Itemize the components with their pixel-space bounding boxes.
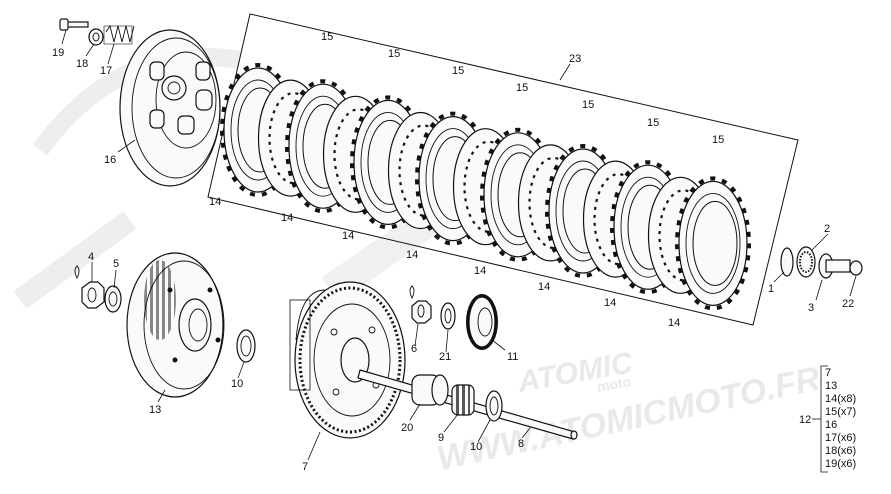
callout-14-d: 14: [406, 249, 418, 261]
nut-6: [411, 300, 432, 324]
callout-18: 18: [76, 58, 88, 70]
callout-1: 1: [768, 283, 774, 295]
callout-15-a: 15: [321, 31, 333, 43]
watermark-sub: moto: [596, 373, 632, 395]
callout-14-f: 14: [538, 281, 550, 293]
ball-22: [849, 260, 863, 276]
callout-19: 19: [52, 47, 64, 59]
callout-14-h: 14: [668, 317, 680, 329]
plate-pack-frame: [207, 13, 799, 326]
nut-4: [81, 281, 105, 309]
callout-3: 3: [808, 302, 814, 314]
pressure-plate-16: [119, 29, 221, 187]
kit-item: 14(x8): [825, 393, 856, 405]
callout-14-a: 14: [209, 196, 221, 208]
washer-10a: [236, 329, 256, 363]
callout-17: 17: [100, 65, 112, 77]
bushing-20: [411, 374, 449, 406]
kit-item: 13: [825, 380, 837, 392]
callout-15-e: 15: [582, 99, 594, 111]
callout-10-b: 10: [470, 441, 482, 453]
callout-15-d: 15: [516, 82, 528, 94]
clutch-basket-7: [289, 281, 406, 439]
kit-item: 16: [825, 419, 837, 431]
bolt-19: [59, 18, 89, 31]
callout-2: 2: [824, 223, 830, 235]
callout-23: 23: [569, 53, 581, 65]
kit-item: 19(x6): [825, 458, 856, 470]
leader-lines: [61, 29, 857, 461]
callout-15-c: 15: [452, 65, 464, 77]
washer-1: [780, 247, 794, 277]
washer-5: [104, 285, 122, 313]
friction-plate: [675, 176, 751, 311]
callout-7: 7: [302, 461, 308, 473]
callout-5: 5: [113, 258, 119, 270]
kit-label: 12: [799, 414, 811, 426]
callout-14-g: 14: [604, 297, 616, 309]
callout-14-c: 14: [342, 230, 354, 242]
callout-15-f: 15: [647, 117, 659, 129]
kit-item: 7: [825, 367, 831, 379]
spring-17: [103, 24, 135, 45]
callout-4: 4: [88, 251, 94, 263]
callout-10-a: 10: [231, 378, 243, 390]
callout-9: 9: [438, 432, 444, 444]
gear-11: [466, 294, 498, 350]
callout-21: 21: [439, 351, 451, 363]
callout-labels: 19 18 17 16 23 15 15 15 15 15 15 15 14 1…: [52, 31, 854, 473]
callout-6: 6: [411, 343, 417, 355]
washer-21: [440, 302, 456, 330]
callout-8: 8: [518, 438, 524, 450]
callout-15-b: 15: [388, 48, 400, 60]
clutch-hub-13: [126, 252, 225, 398]
oil-drop-icon-2: [409, 285, 415, 300]
callout-16: 16: [104, 154, 116, 166]
callout-14-e: 14: [474, 265, 486, 277]
callout-13: 13: [149, 404, 161, 416]
washer-10b: [485, 390, 503, 422]
callout-20: 20: [401, 422, 413, 434]
washer-18: [88, 28, 104, 46]
plate-stack: [220, 63, 751, 311]
kit-item: 17(x6): [825, 432, 856, 444]
needle-bearing-9: [451, 384, 475, 416]
pushrod-piece-3: [818, 253, 851, 279]
callout-15-g: 15: [712, 134, 724, 146]
kit-list-12: 12 7 13 14(x8) 15(x7) 16 17(x6) 18(x6) 1…: [799, 365, 856, 473]
kit-item: 15(x7): [825, 406, 856, 418]
kit-item: 18(x6): [825, 445, 856, 457]
callout-22: 22: [842, 298, 854, 310]
callout-14-b: 14: [281, 212, 293, 224]
bearing-2: [796, 246, 816, 278]
callout-11: 11: [507, 351, 518, 363]
oil-drop-icon: [74, 265, 80, 280]
